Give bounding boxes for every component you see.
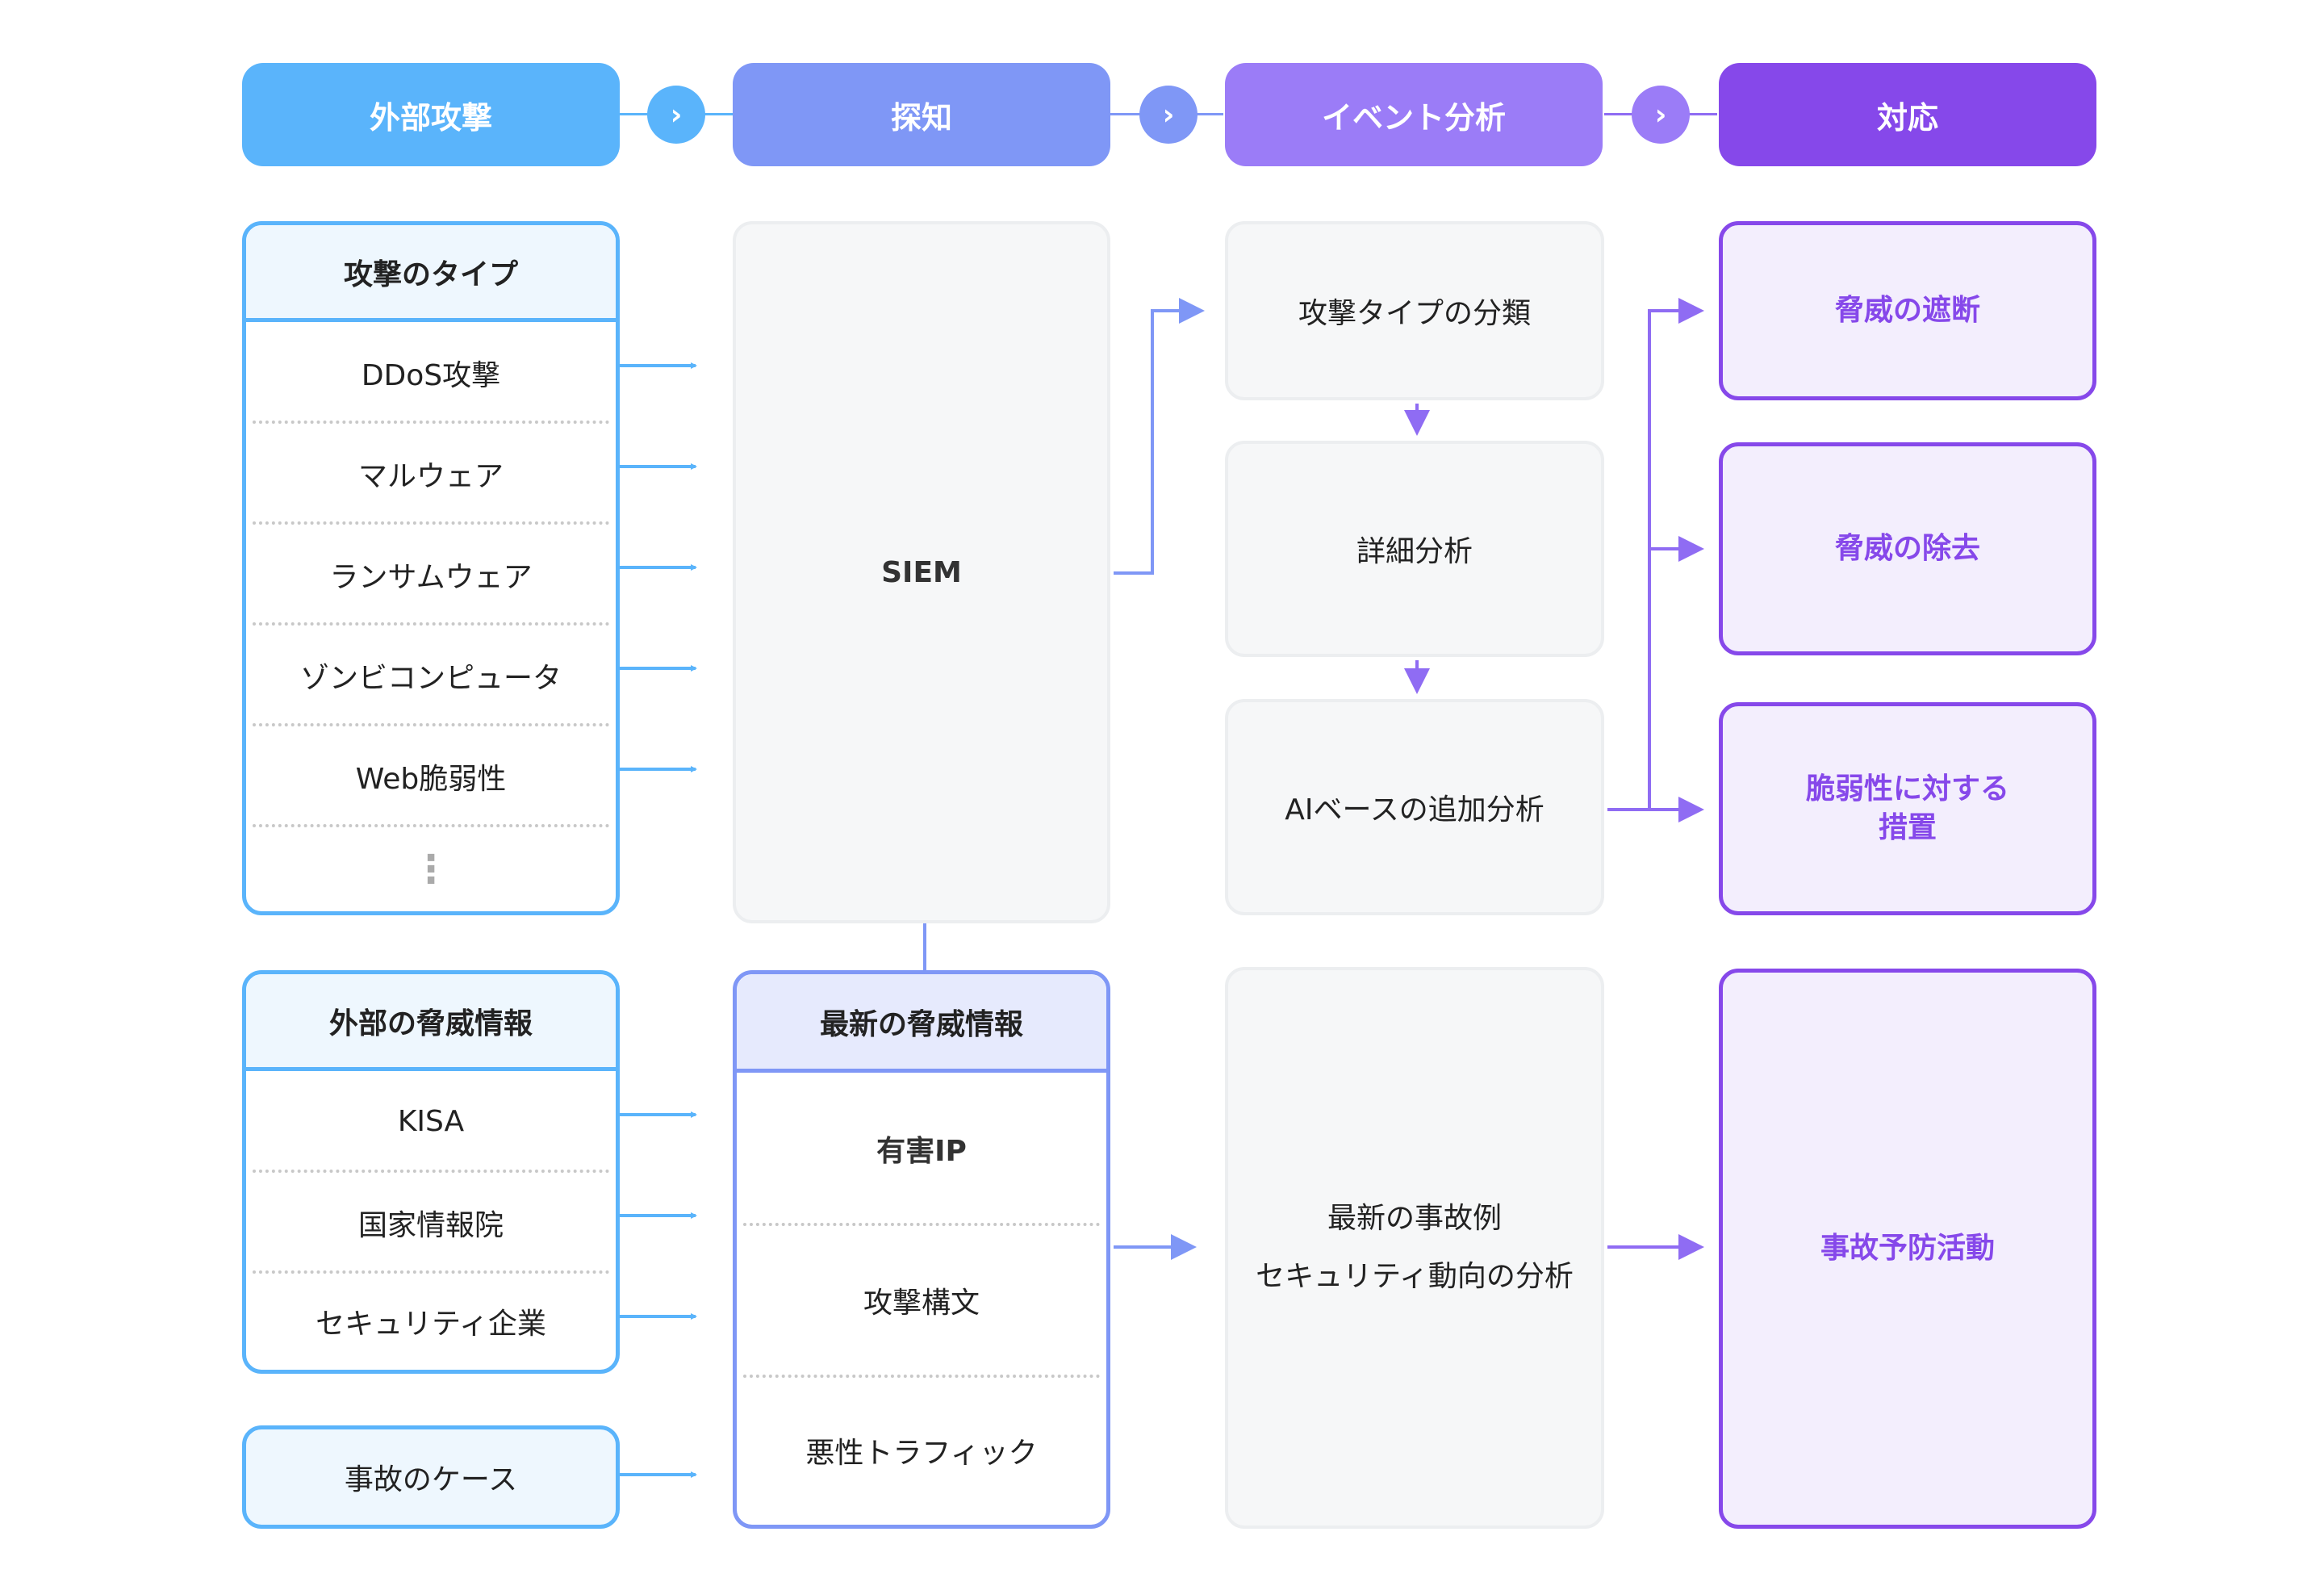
trend-line: セキュリティ動向の分析 bbox=[1256, 1260, 1574, 1293]
vulnerability-action-box: 脆弱性に対する 措置 bbox=[1719, 702, 2096, 915]
list-item: ランサムウェア bbox=[329, 560, 533, 594]
detail-analysis-box: 詳細分析 bbox=[1225, 441, 1604, 657]
list-item: ゾンビコンピュータ bbox=[299, 661, 562, 695]
divider bbox=[253, 622, 609, 626]
chevron-right-icon: › bbox=[1139, 86, 1198, 144]
list-item: マルウェア bbox=[357, 459, 504, 493]
incident-prevention-box: 事故予防活動 bbox=[1719, 969, 2096, 1529]
stage-label: イベント分析 bbox=[1321, 99, 1506, 136]
latest-intel-box: 最新の脅威情報 有害IP 攻撃構文 悪性トラフィック bbox=[733, 970, 1110, 1529]
chevron-right-icon: › bbox=[647, 86, 705, 144]
stage-label: 探知 bbox=[890, 99, 952, 136]
chevron-right-icon: › bbox=[1632, 86, 1690, 144]
list-item: 国家情報院 bbox=[357, 1208, 504, 1242]
incident-cases-box: 事故のケース bbox=[242, 1425, 620, 1529]
analysis-arrows bbox=[1404, 298, 1704, 1260]
threat-block-box: 脅威の遮断 bbox=[1719, 221, 2096, 400]
stage-external-attack: 外部攻撃 bbox=[242, 63, 620, 166]
attack-types-box: 攻撃のタイプ DDoS攻撃 マルウェア ランサムウェア ゾンビコンピュータ We… bbox=[242, 221, 620, 915]
classify-box: 攻撃タイプの分類 bbox=[1225, 221, 1604, 400]
threat-removal-box: 脅威の除去 bbox=[1719, 442, 2096, 655]
stage-response: 対応 bbox=[1719, 63, 2096, 166]
list-item: DDoS攻撃 bbox=[361, 358, 501, 392]
stage-label: 対応 bbox=[1876, 99, 1938, 136]
trend-line: 最新の事故例 bbox=[1327, 1202, 1502, 1235]
divider bbox=[253, 1170, 609, 1173]
trend-analysis-box: 最新の事故例 セキュリティ動向の分析 bbox=[1225, 967, 1604, 1529]
divider bbox=[253, 723, 609, 726]
external-intel-box: 外部の脅威情報 KISA 国家情報院 セキュリティ企業 bbox=[242, 970, 620, 1374]
more-icon: ⋮ bbox=[412, 847, 450, 892]
list-item: 有害IP bbox=[876, 1135, 967, 1168]
list-item: 悪性トラフィック bbox=[805, 1437, 1038, 1470]
divider bbox=[253, 521, 609, 525]
divider bbox=[253, 421, 609, 424]
list-item: Web脆弱性 bbox=[355, 762, 507, 796]
stage-detection: 探知 bbox=[733, 63, 1110, 166]
divider bbox=[253, 1270, 609, 1274]
divider bbox=[743, 1223, 1100, 1226]
siem-box: SIEM bbox=[733, 221, 1110, 923]
ai-analysis-box: AIベースの追加分析 bbox=[1225, 699, 1604, 915]
divider bbox=[253, 824, 609, 827]
latest-intel-title: 最新の脅威情報 bbox=[737, 974, 1106, 1073]
stage-label: 外部攻撃 bbox=[369, 99, 492, 136]
divider bbox=[743, 1375, 1100, 1378]
external-intel-title: 外部の脅威情報 bbox=[246, 974, 616, 1071]
vuln-line: 措置 bbox=[1878, 811, 1937, 844]
attack-type-arrows bbox=[620, 362, 697, 1478]
stage-event-analysis: イベント分析 bbox=[1225, 63, 1603, 166]
list-item: KISA bbox=[397, 1105, 465, 1138]
attack-types-title: 攻撃のタイプ bbox=[246, 225, 616, 322]
vuln-line: 脆弱性に対する bbox=[1805, 772, 2009, 806]
list-item: 攻撃構文 bbox=[863, 1287, 980, 1320]
list-item: セキュリティ企業 bbox=[316, 1308, 546, 1341]
